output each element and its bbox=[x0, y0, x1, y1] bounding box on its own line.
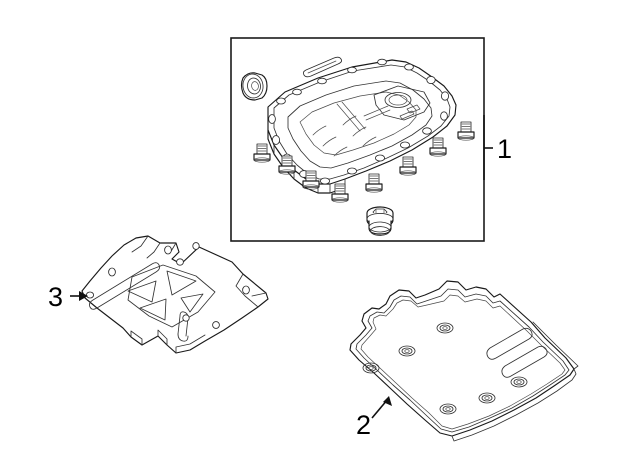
seal-grommet bbox=[240, 72, 268, 101]
bolt bbox=[253, 143, 271, 163]
drain-plug bbox=[366, 206, 394, 236]
bolt bbox=[429, 137, 447, 157]
callout-1-leader bbox=[483, 115, 493, 180]
dowel-pin bbox=[302, 56, 342, 78]
bolt bbox=[457, 121, 475, 141]
bolt bbox=[278, 155, 296, 175]
bolt bbox=[365, 173, 383, 193]
callout-2-number: 2 bbox=[356, 410, 371, 440]
heat-shield bbox=[349, 280, 579, 442]
heat-shield-dimples bbox=[362, 322, 528, 415]
support-bracket bbox=[81, 235, 269, 354]
callout-1-number: 1 bbox=[497, 134, 512, 164]
bracket-holes bbox=[85, 242, 250, 329]
callout-2-leader bbox=[371, 396, 392, 419]
bolt bbox=[302, 170, 320, 190]
callout-3-number: 3 bbox=[48, 282, 63, 312]
bolt-group bbox=[253, 121, 475, 203]
callout-3-leader bbox=[70, 291, 88, 301]
bolt bbox=[399, 156, 417, 176]
bolt bbox=[331, 183, 349, 203]
